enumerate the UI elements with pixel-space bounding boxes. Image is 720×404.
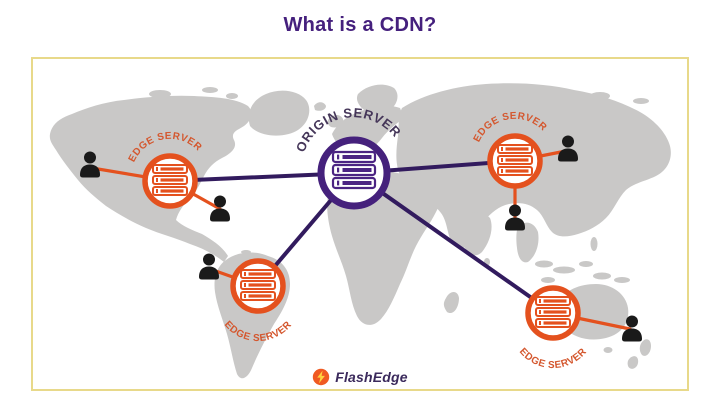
- server-icon: [152, 164, 188, 196]
- user-icon: [80, 151, 100, 178]
- lightning-bolt-icon: [313, 368, 330, 386]
- user-icon: [622, 315, 642, 342]
- edge-server-node-asia: [487, 133, 543, 189]
- user-icon: [210, 195, 230, 222]
- user-icon: [558, 135, 578, 162]
- edge-server-node-australia: [525, 285, 581, 341]
- server-icon: [331, 150, 377, 190]
- user-icon: [199, 253, 219, 280]
- server-icon: [240, 269, 276, 301]
- edge-server-node-south-america: [230, 258, 286, 314]
- map-greenland: [248, 90, 310, 136]
- link-origin-australia: [352, 171, 555, 315]
- edge-server-node-north-america: [142, 153, 198, 209]
- user-icon: [505, 204, 525, 231]
- origin-server-node: [317, 136, 391, 210]
- flashedge-logo: FlashEdge: [0, 368, 720, 386]
- logo-text: FlashEdge: [335, 369, 408, 385]
- server-icon: [535, 296, 571, 328]
- server-icon: [497, 144, 533, 176]
- user-icons: [80, 135, 642, 342]
- page-title: What is a CDN?: [283, 14, 437, 36]
